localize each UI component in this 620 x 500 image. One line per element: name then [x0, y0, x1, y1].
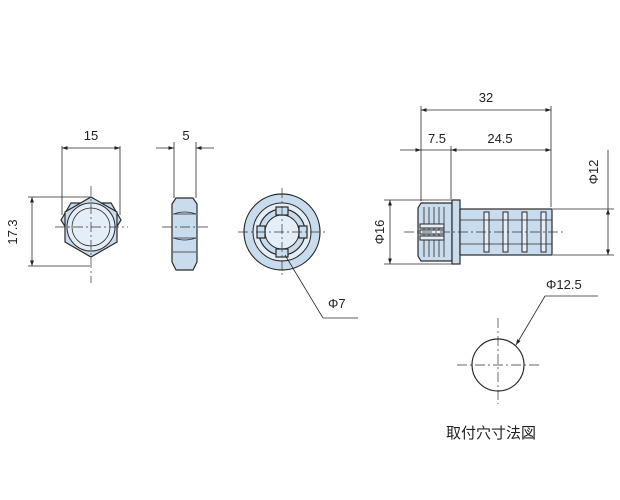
flange-diameter-label: Φ16: [372, 220, 387, 245]
mounting-hole-view: [457, 318, 540, 404]
hex-width-label: 15: [84, 128, 98, 143]
overall-length-label: 32: [479, 90, 493, 105]
dimension-hex-width: 15: [61, 128, 121, 215]
flange-length-label: 7.5: [428, 131, 446, 146]
hex-height-label: 17.3: [5, 219, 20, 244]
mounting-hole-diameter-label: Φ12.5: [546, 277, 582, 292]
dimension-nut-thickness: 5: [156, 128, 214, 198]
bushing-end-view: [238, 188, 326, 276]
nut-thickness-label: 5: [182, 128, 189, 143]
dimension-hex-height: 17.3: [5, 196, 90, 267]
dimension-body-diameter: Φ12: [553, 150, 614, 256]
hex-nut-side-view: [162, 197, 208, 271]
mounting-hole-caption: 取付穴寸法図: [446, 424, 536, 442]
body-diameter-label: Φ12: [586, 160, 601, 185]
callout-mounting-hole: Φ12.5: [515, 277, 598, 346]
dimension-flange-and-body: 7.5 24.5: [400, 131, 551, 199]
hole-diameter-label: Φ7: [328, 296, 346, 311]
bushing-side-view: [404, 199, 566, 265]
dimension-flange-diameter: Φ16: [372, 199, 452, 265]
hex-nut-front-view: [55, 186, 128, 283]
dimension-overall-length: 32: [420, 90, 552, 207]
callout-hole-diameter: Φ7: [284, 254, 358, 319]
body-length-label: 24.5: [487, 131, 512, 146]
